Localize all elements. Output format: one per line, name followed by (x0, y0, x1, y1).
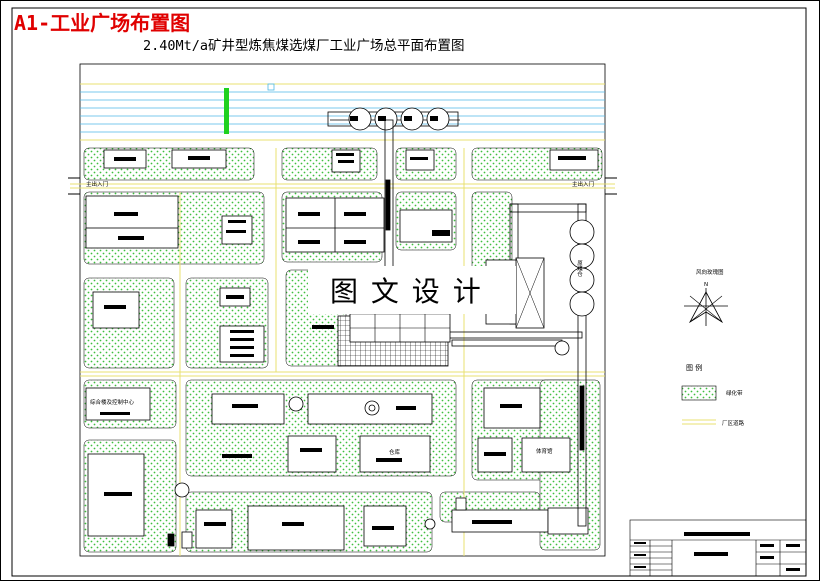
office-building-label: 综合楼及控制中心 (90, 398, 135, 406)
inner-frame (11, 7, 807, 577)
warehouse-label: 仓库 (389, 448, 401, 456)
sheet-title: A1-工业广场布置图 (14, 11, 190, 35)
gate-right: 主出入门 (572, 177, 617, 195)
gate-left-label: 主出入门 (86, 180, 108, 188)
north-mark: N (704, 282, 708, 288)
legend: 图 例 绿化带 厂区道路 (681, 363, 745, 427)
legend-green-swatch (681, 385, 717, 401)
plan-title: 2.40Mt/a矿井型炼焦煤选煤厂工业广场总平面布置图 (143, 38, 465, 54)
watermark-text: 图 文 设 计 (330, 275, 483, 308)
site-boundary (79, 63, 606, 557)
rail-yard (80, 83, 605, 141)
north-arrow-label: 风向玫瑰图 (696, 268, 724, 276)
roads (70, 148, 615, 556)
legend-item-green: 绿化带 (726, 389, 743, 397)
title-block (629, 519, 807, 577)
rail-switch-marker (224, 88, 229, 134)
buildings (85, 149, 599, 551)
gym-label: 体育馆 (536, 447, 553, 455)
legend-item-road: 厂区道路 (722, 419, 745, 427)
bunker-label: 原煤仓 (576, 260, 583, 277)
gate-left: 主出入门 (68, 177, 108, 195)
watermark-backdrop (308, 266, 516, 314)
legend-title: 图 例 (686, 363, 702, 372)
north-arrow: 风向玫瑰图 N (684, 268, 728, 326)
round-tanks (167, 340, 570, 549)
gate-right-label: 主出入门 (572, 180, 594, 188)
building-label-plates (100, 153, 586, 530)
loading-silos (327, 107, 460, 131)
